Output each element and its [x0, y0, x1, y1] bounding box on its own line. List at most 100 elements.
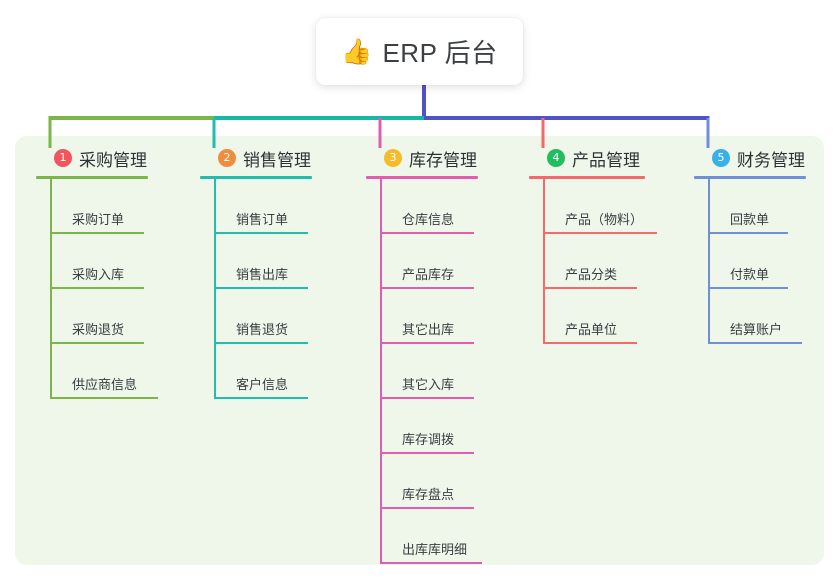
branch-item-label: 销售订单	[236, 212, 289, 227]
branch-item-underline	[52, 287, 144, 289]
branch-column-1: 1 采购管理采购订单采购入库采购退货供应商信息	[36, 145, 186, 399]
branch-item-underline	[382, 342, 474, 344]
thumbs-up-icon: 👍	[341, 37, 373, 66]
branch-item[interactable]: 库存调拨	[382, 399, 516, 454]
branch-item[interactable]: 采购退货	[52, 289, 186, 344]
branch-item-label: 出库库明细	[402, 542, 468, 557]
branch-item-underline	[382, 397, 474, 399]
branch-item-underline	[710, 342, 802, 344]
branch-item[interactable]: 销售退货	[216, 289, 350, 344]
branch-item-underline	[382, 452, 474, 454]
branch-item[interactable]: 客户信息	[216, 344, 350, 399]
branch-item-underline	[545, 232, 657, 234]
branch-item-label: 产品库存	[402, 267, 455, 282]
branch-item-underline	[382, 232, 474, 234]
branch-underline	[366, 176, 478, 179]
branch-underline	[36, 176, 148, 179]
branch-underline	[200, 176, 312, 179]
branch-item[interactable]: 产品单位	[545, 289, 689, 344]
branch-item[interactable]: 采购入库	[52, 234, 186, 289]
branch-header-2[interactable]: 2 销售管理	[200, 145, 350, 171]
branch-item-label: 客户信息	[236, 377, 289, 392]
branch-item[interactable]: 其它入库	[382, 344, 516, 399]
branch-spine	[708, 179, 710, 344]
branch-item-underline	[382, 287, 474, 289]
branch-item-list: 采购订单采购入库采购退货供应商信息	[36, 179, 186, 399]
branch-item[interactable]: 结算账户	[710, 289, 839, 344]
branch-item-label: 采购入库	[72, 267, 125, 282]
branch-title: 销售管理	[243, 150, 311, 170]
branch-item-underline	[216, 342, 308, 344]
branch-item-label: 结算账户	[730, 322, 783, 337]
branch-item-label: 产品（物料）	[565, 212, 644, 227]
branch-item-underline	[52, 232, 144, 234]
root-node-card[interactable]: 👍 ERP 后台	[316, 18, 523, 85]
branch-item-label: 采购退货	[72, 322, 125, 337]
branch-item-underline	[382, 562, 482, 564]
branch-number-badge: 4	[547, 149, 565, 167]
branch-item[interactable]: 出库库明细	[382, 509, 516, 564]
branch-item-underline	[52, 397, 158, 399]
branch-item[interactable]: 采购订单	[52, 179, 186, 234]
branch-item[interactable]: 销售出库	[216, 234, 350, 289]
branch-item[interactable]: 产品库存	[382, 234, 516, 289]
branch-item[interactable]: 仓库信息	[382, 179, 516, 234]
branch-item-list: 回款单付款单结算账户	[694, 179, 839, 344]
branch-spine	[380, 179, 382, 564]
branch-item[interactable]: 供应商信息	[52, 344, 186, 399]
branch-item[interactable]: 其它出库	[382, 289, 516, 344]
branch-title: 采购管理	[79, 150, 147, 170]
branch-header-1[interactable]: 1 采购管理	[36, 145, 186, 171]
branch-number-badge: 2	[218, 149, 236, 167]
branch-spine	[50, 179, 52, 399]
branch-item-label: 仓库信息	[402, 212, 455, 227]
branch-header-4[interactable]: 4 产品管理	[529, 145, 689, 171]
branch-item-label: 付款单	[730, 267, 770, 282]
branch-item-underline	[216, 397, 308, 399]
branch-spine	[543, 179, 545, 344]
branch-item-label: 回款单	[730, 212, 770, 227]
branch-item-list: 仓库信息产品库存其它出库其它入库库存调拨库存盘点出库库明细	[366, 179, 516, 564]
branch-item-label: 其它出库	[402, 322, 455, 337]
branch-item-label: 销售出库	[236, 267, 289, 282]
branch-header-5[interactable]: 5 财务管理	[694, 145, 839, 171]
branch-item-label: 库存调拨	[402, 432, 455, 447]
branch-item[interactable]: 产品（物料）	[545, 179, 689, 234]
branch-item[interactable]: 回款单	[710, 179, 839, 234]
branch-item-underline	[52, 342, 144, 344]
branch-item-label: 其它入库	[402, 377, 455, 392]
branch-number-badge: 5	[712, 149, 730, 167]
branch-item-underline	[545, 342, 637, 344]
branch-number-badge: 3	[384, 149, 402, 167]
branch-item[interactable]: 产品分类	[545, 234, 689, 289]
branch-item-underline	[710, 232, 788, 234]
branch-item-underline	[710, 287, 788, 289]
branch-column-2: 2 销售管理销售订单销售出库销售退货客户信息	[200, 145, 350, 399]
branch-item-underline	[545, 287, 637, 289]
branch-underline	[529, 176, 645, 179]
branch-item-list: 产品（物料） 产品分类产品单位	[529, 179, 689, 344]
branch-underline	[694, 176, 806, 179]
diagram-panel	[15, 136, 824, 565]
branch-item-label: 产品单位	[565, 322, 618, 337]
branch-number-badge: 1	[54, 149, 72, 167]
branch-item-underline	[216, 287, 308, 289]
branch-column-4: 4 产品管理产品（物料） 产品分类产品单位	[529, 145, 689, 344]
branch-item[interactable]: 销售订单	[216, 179, 350, 234]
branch-item[interactable]: 付款单	[710, 234, 839, 289]
branch-item-label: 销售退货	[236, 322, 289, 337]
branch-column-5: 5 财务管理回款单付款单结算账户	[694, 145, 839, 344]
branch-item-label: 供应商信息	[72, 377, 138, 392]
branch-spine	[214, 179, 216, 399]
branch-title: 产品管理	[572, 150, 640, 170]
branch-item-label: 采购订单	[72, 212, 125, 227]
branch-item-underline	[382, 507, 474, 509]
branch-item-underline	[216, 232, 308, 234]
branch-item[interactable]: 库存盘点	[382, 454, 516, 509]
branch-item-label: 库存盘点	[402, 487, 455, 502]
branch-title: 财务管理	[737, 150, 805, 170]
root-node-title: ERP 后台	[382, 38, 498, 68]
